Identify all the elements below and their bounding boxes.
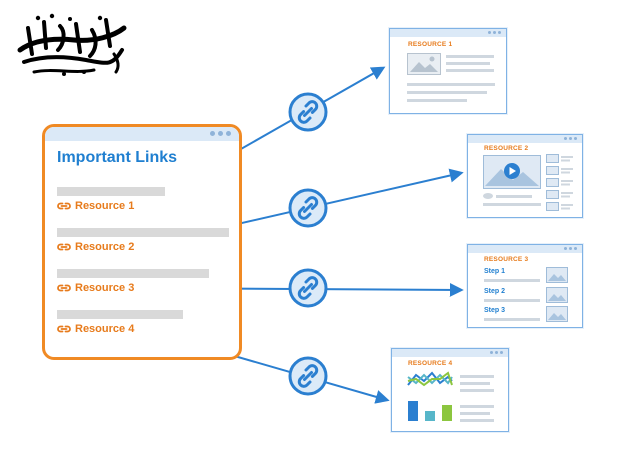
window-controls (488, 31, 501, 34)
text-placeholder (446, 62, 490, 65)
text-placeholder (460, 419, 494, 422)
text-placeholder (496, 195, 532, 198)
text-placeholder (484, 279, 540, 282)
text-placeholder (407, 91, 487, 94)
thumbnail-list (546, 154, 573, 211)
text-placeholder (446, 55, 494, 58)
video-player (483, 155, 541, 189)
window-titlebar (45, 127, 239, 141)
window-titlebar (390, 29, 506, 37)
text-placeholder (57, 228, 229, 237)
window-titlebar (468, 245, 582, 253)
link-resource-2[interactable]: Resource 2 (57, 241, 134, 253)
resource-3-window: RESOURCE 3 Step 1 Step 2 Step 3 (467, 244, 583, 328)
chain-link-icon (288, 188, 328, 228)
card-title: Important Links (57, 149, 178, 166)
link-label: Resource 2 (75, 241, 135, 253)
link-resource-4[interactable]: Resource 4 (57, 323, 134, 335)
image-icon (546, 306, 568, 322)
resource-title: RESOURCE 2 (484, 145, 529, 152)
resource-title: RESOURCE 1 (408, 41, 453, 48)
chain-link-icon (57, 202, 71, 210)
chain-link-icon (57, 243, 71, 251)
important-links-card: Important Links Resource 1 Resource 2 (42, 124, 242, 360)
text-placeholder (460, 375, 494, 378)
chain-link-icon (288, 92, 328, 132)
calligraphy-logo (17, 13, 127, 76)
text-placeholder (484, 318, 540, 321)
resource-title: RESOURCE 4 (408, 360, 453, 367)
chain-link-icon (288, 268, 328, 308)
text-placeholder (460, 389, 494, 392)
chain-link-icon (57, 325, 71, 333)
resource-4-window: RESOURCE 4 (391, 348, 509, 432)
step-label: Step 2 (484, 288, 506, 295)
text-placeholder (407, 83, 495, 86)
link-resource-3[interactable]: Resource 3 (57, 282, 134, 294)
window-controls (210, 131, 231, 136)
window-titlebar (468, 135, 582, 143)
window-controls (564, 137, 577, 140)
text-placeholder (460, 412, 490, 415)
window-controls (490, 351, 503, 354)
avatar-placeholder (483, 193, 493, 199)
step-label: Step 3 (484, 307, 506, 314)
resource-title: RESOURCE 3 (484, 256, 529, 263)
line-chart-icon (407, 371, 453, 387)
resource-1-window: RESOURCE 1 (389, 28, 507, 114)
image-icon (546, 287, 568, 303)
chain-link-icon (57, 284, 71, 292)
text-placeholder (407, 99, 467, 102)
window-controls (564, 247, 577, 250)
link-resource-1[interactable]: Resource 1 (57, 200, 134, 212)
chain-link-icon (288, 356, 328, 396)
text-placeholder (460, 382, 490, 385)
text-placeholder (57, 310, 183, 319)
image-icon (546, 267, 568, 283)
text-placeholder (57, 187, 165, 196)
link-label: Resource 4 (75, 323, 135, 335)
text-placeholder (483, 203, 541, 206)
text-placeholder (484, 299, 540, 302)
image-icon (407, 53, 441, 75)
text-placeholder (460, 405, 494, 408)
window-titlebar (392, 349, 508, 357)
link-label: Resource 3 (75, 282, 135, 294)
text-placeholder (57, 269, 209, 278)
step-label: Step 1 (484, 268, 506, 275)
text-placeholder (446, 69, 494, 72)
resource-2-window: RESOURCE 2 (467, 134, 583, 218)
link-label: Resource 1 (75, 200, 135, 212)
bar-chart-icon (408, 401, 452, 421)
